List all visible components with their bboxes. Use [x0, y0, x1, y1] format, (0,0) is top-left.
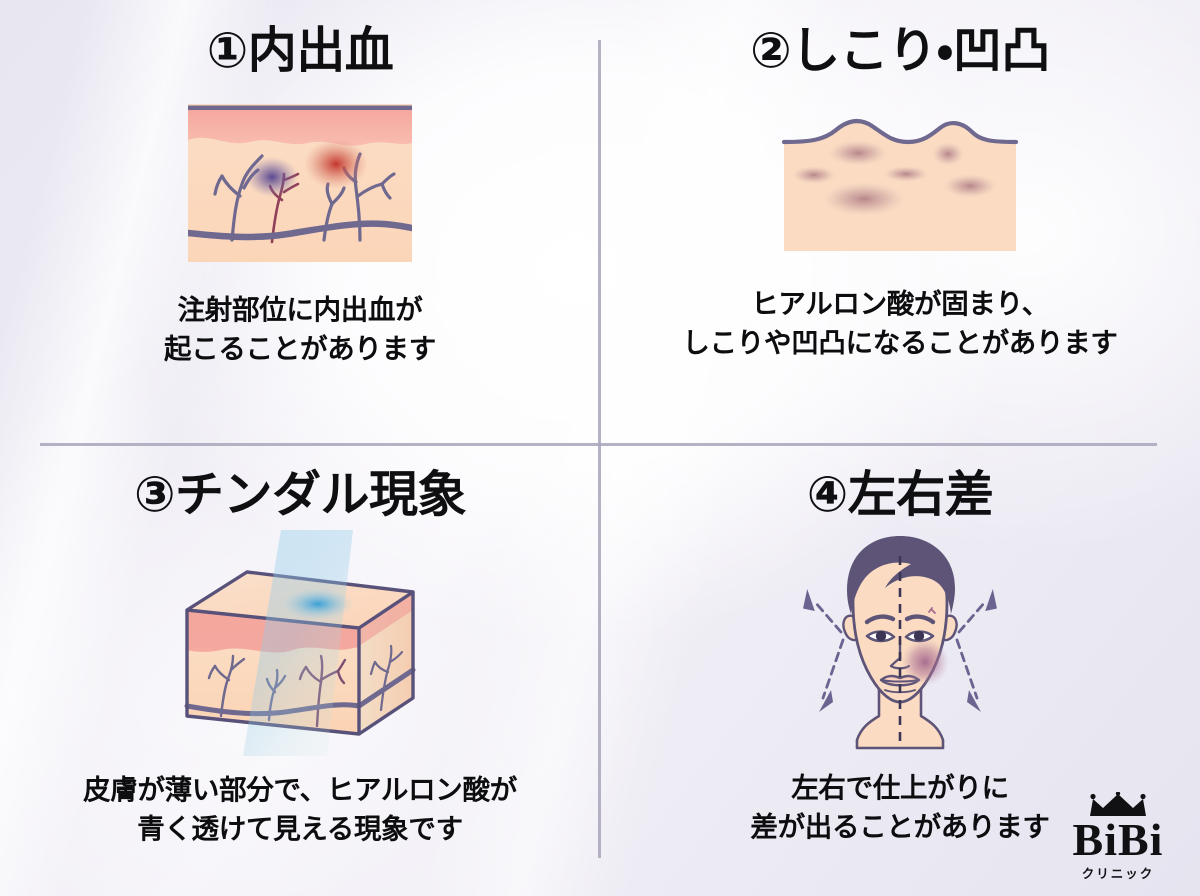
face-asymmetry-illustration: [783, 530, 1017, 752]
panel-1-caption-line-1: 注射部位に内出血が: [177, 294, 423, 325]
panel-2-caption-line-1: ヒアルロン酸が固まり、: [751, 288, 1049, 319]
panel-3-title: ③チンダル現象: [134, 468, 467, 522]
panel-3-caption-line-2: 青く透けて見える現象です: [137, 813, 463, 845]
panel-sayuusa: ④左右差: [600, 444, 1200, 896]
panel-3-caption: 皮膚が薄い部分で、ヒアルロン酸が 青く透けて見える現象です: [83, 770, 517, 848]
panel-4-caption-line-1: 左右で仕上がりに: [791, 772, 1009, 803]
skin-cross-section-bruise-illustration: [184, 100, 416, 266]
skin-surface-lumps-illustration: [780, 113, 1020, 255]
logo-wordmark: BiBi: [1072, 813, 1164, 865]
crown-icon: [1087, 790, 1149, 818]
vertical-divider: [598, 40, 601, 858]
panel-4-title: ④左右差: [806, 468, 994, 522]
panel-shikori-outotsu: ②しこり・凹凸: [600, 0, 1200, 444]
panel-3-caption-line-1: 皮膚が薄い部分で、ヒアルロン酸が: [83, 774, 517, 805]
panel-1-title: ①内出血: [206, 24, 394, 78]
panel-1-caption: 注射部位に内出血が 起こることがあります: [164, 290, 436, 368]
panel-4-caption: 左右で仕上がりに 差が出ることがあります: [750, 768, 1050, 846]
panel-2-caption: ヒアルロン酸が固まり、 しこりや凹凸になることがあります: [682, 284, 1118, 362]
logo-subtitle: クリニック: [1081, 867, 1155, 881]
panel-2-caption-line-2: しこりや凹凸になることがあります: [682, 327, 1118, 359]
panel-1-caption-line-2: 起こることがあります: [164, 333, 436, 365]
horizontal-divider: [40, 443, 1157, 446]
panel-naishukketsu: ①内出血: [0, 0, 600, 444]
panel-4-caption-line-2: 差が出ることがあります: [750, 811, 1050, 843]
bibi-clinic-logo: BiBi クリニック: [1054, 790, 1182, 882]
panel-tyndall: ③チンダル現象: [0, 444, 600, 896]
panel-2-title: ②しこり・凹凸: [750, 24, 1050, 78]
skin-cube-tyndall-illustration: [175, 530, 425, 756]
